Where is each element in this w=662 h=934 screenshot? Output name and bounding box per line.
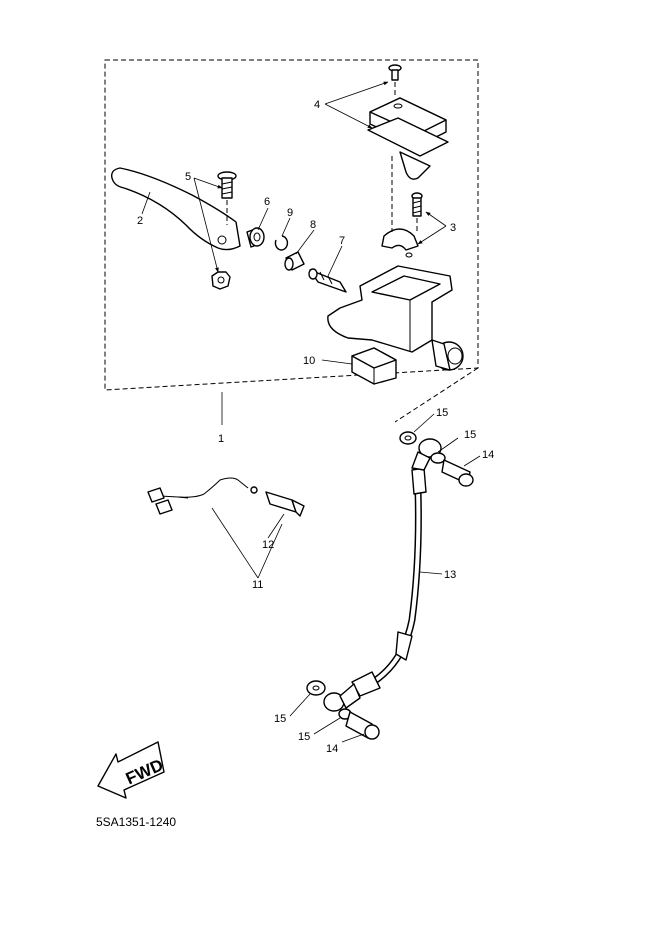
callout-14-lower: 14 <box>326 743 338 755</box>
callout-8: 8 <box>310 219 316 231</box>
lower-banjo-fitting <box>306 680 380 740</box>
callout-7: 7 <box>339 235 345 247</box>
collar <box>246 227 265 248</box>
lever-nut <box>211 271 231 290</box>
lever-pivot-bolt <box>217 171 237 225</box>
callout-3: 3 <box>450 222 456 234</box>
callout-5: 5 <box>185 171 191 183</box>
diagram-code: 5SA1351-1240 <box>96 815 176 829</box>
handlebar-holder <box>381 228 419 258</box>
callout-2: 2 <box>137 215 143 227</box>
forward-direction-arrow <box>97 741 165 799</box>
callout-1: 1 <box>218 433 224 445</box>
reservoir-diaphragm <box>367 117 449 180</box>
leader-lines <box>141 81 481 743</box>
cap-screw <box>388 64 402 96</box>
callout-15-lower-b: 15 <box>298 731 310 743</box>
switch-plunger <box>265 491 305 517</box>
callout-15-upper-b: 15 <box>464 429 476 441</box>
switch-cable <box>147 477 258 515</box>
callout-15-upper-a: 15 <box>436 407 448 419</box>
brake-hose <box>351 467 427 697</box>
assembly-boundary <box>104 59 479 425</box>
brake-switch <box>351 347 397 385</box>
callout-6: 6 <box>264 196 270 208</box>
callout-9: 9 <box>287 207 293 219</box>
holder-bolt <box>411 192 423 232</box>
callout-13: 13 <box>444 569 456 581</box>
callout-11: 11 <box>252 579 263 591</box>
piston-assembly <box>308 268 347 293</box>
master-cylinder-body <box>327 265 464 371</box>
brake-lever <box>110 167 241 251</box>
callout-12: 12 <box>262 539 274 551</box>
piston-cup <box>284 251 305 271</box>
callout-15-lower-a: 15 <box>274 713 286 725</box>
circlip <box>274 235 289 251</box>
upper-banjo-fitting <box>399 431 474 487</box>
callout-14-upper: 14 <box>482 449 494 461</box>
callout-4: 4 <box>314 99 320 111</box>
callout-10: 10 <box>303 355 315 367</box>
